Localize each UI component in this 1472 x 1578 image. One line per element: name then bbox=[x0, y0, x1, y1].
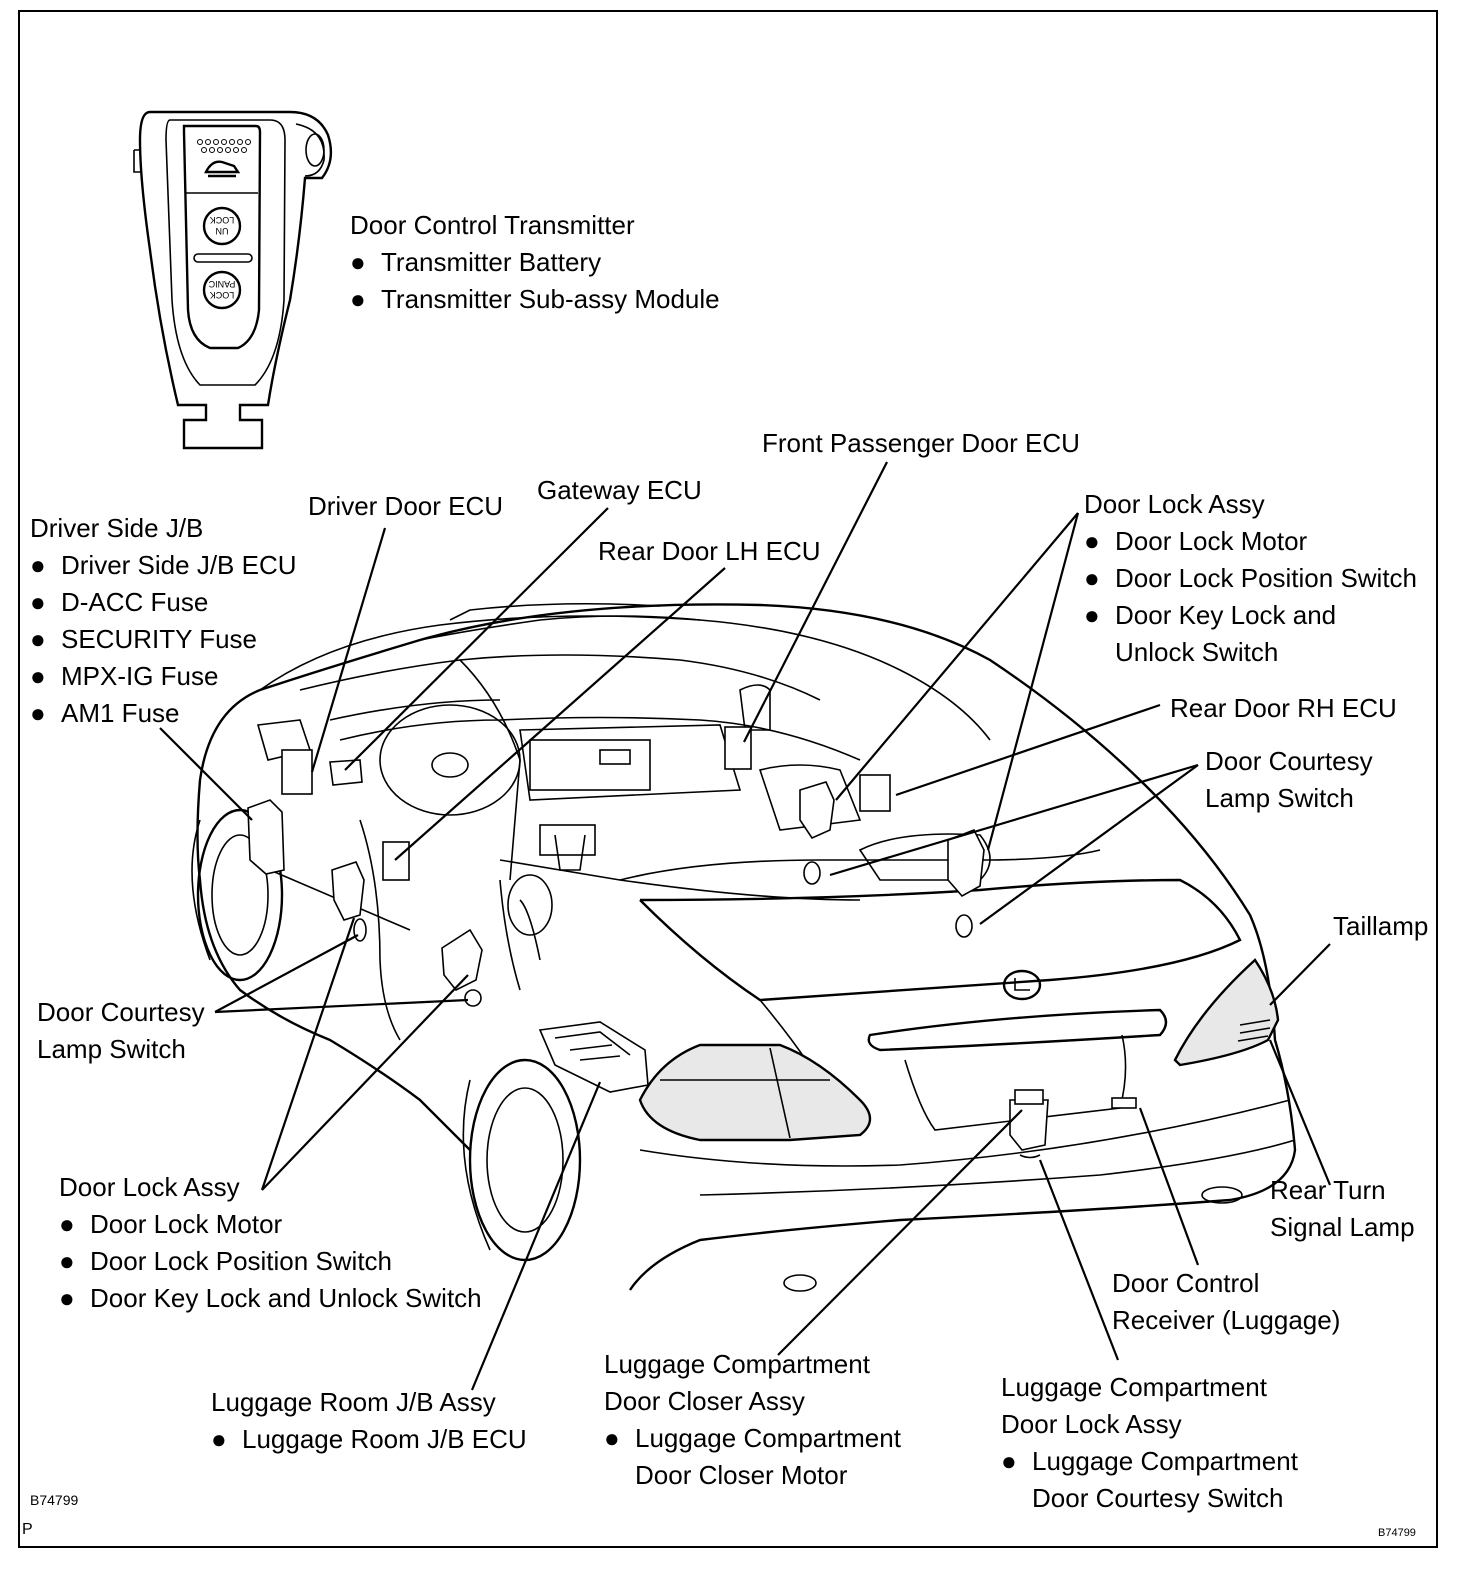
driver-side-jb-item-security: SECURITY Fuse bbox=[30, 621, 297, 658]
door-lock-assy-right-item-key-cont: Unlock Switch bbox=[1115, 637, 1279, 667]
driver-side-jb-item-ecu: Driver Side J/B ECU bbox=[30, 547, 297, 584]
door-control-receiver-line2: Receiver (Luggage) bbox=[1112, 1305, 1341, 1335]
door-lock-assy-right-label: Door Lock Assy Door Lock Motor Door Lock… bbox=[1084, 486, 1417, 671]
luggage-lock-label: Luggage Compartment Door Lock Assy Lugga… bbox=[1001, 1369, 1298, 1517]
luggage-closer-item2: Door Closer Motor bbox=[635, 1460, 848, 1490]
luggage-room-jb-title: Luggage Room J/B Assy bbox=[211, 1387, 496, 1417]
transmitter-label: Door Control Transmitter Transmitter Bat… bbox=[350, 207, 720, 318]
transmitter-item-module: Transmitter Sub-assy Module bbox=[350, 281, 720, 318]
gateway-ecu-label: Gateway ECU bbox=[537, 475, 702, 505]
diagram-frame bbox=[18, 10, 1438, 1548]
door-lock-assy-right-item-position: Door Lock Position Switch bbox=[1084, 560, 1417, 597]
lock-panic-button-label: LOCKPANIC bbox=[208, 279, 235, 300]
front-passenger-door-ecu-label: Front Passenger Door ECU bbox=[762, 428, 1080, 458]
door-lock-assy-left-item-position: Door Lock Position Switch bbox=[59, 1243, 482, 1280]
lockpanic-line-1: LOCK bbox=[210, 290, 235, 300]
door-courtesy-left-line2: Lamp Switch bbox=[37, 1034, 186, 1064]
left-courtesy-switch-front bbox=[353, 918, 367, 942]
right-courtesy-switch-front bbox=[803, 861, 821, 885]
lock-panic-button[interactable] bbox=[202, 270, 242, 310]
luggage-closer-label: Luggage Compartment Door Closer Assy Lug… bbox=[604, 1346, 901, 1494]
luggage-lock-item1: Luggage Compartment bbox=[1001, 1443, 1298, 1480]
front-passenger-ecu-box bbox=[724, 726, 752, 770]
unlock-line-2: LOCK bbox=[210, 215, 235, 225]
rear-door-lh-ecu-label: Rear Door LH ECU bbox=[598, 536, 821, 566]
rear-left-door-lock bbox=[441, 928, 483, 992]
door-courtesy-left-label: Door Courtesy Lamp Switch bbox=[37, 994, 205, 1068]
taillamp-label: Taillamp bbox=[1333, 911, 1429, 941]
page-letter: P bbox=[22, 1521, 33, 1538]
rear-turn-signal-line1: Rear Turn bbox=[1270, 1175, 1386, 1205]
luggage-room-jb-label: Luggage Room J/B Assy Luggage Room J/B E… bbox=[211, 1384, 527, 1458]
leader-lines bbox=[159, 461, 1332, 1391]
front-left-door-lock bbox=[331, 861, 365, 921]
rear-door-rh-ecu-box bbox=[859, 774, 891, 812]
driver-door-ecu-box bbox=[281, 749, 313, 795]
door-lock-assy-left-item-key: Door Key Lock and Unlock Switch bbox=[59, 1280, 482, 1317]
transmitter-illustration bbox=[133, 110, 333, 450]
driver-door-ecu-label: Driver Door ECU bbox=[308, 491, 504, 521]
driver-side-jb-item-am1: AM1 Fuse bbox=[30, 695, 297, 732]
gateway-ecu-box bbox=[329, 759, 363, 786]
luggage-lock-item2: Door Courtesy Switch bbox=[1032, 1483, 1284, 1513]
car-illustration bbox=[191, 602, 1297, 1292]
driver-side-jb-title: Driver Side J/B bbox=[30, 513, 204, 543]
door-control-receiver-line1: Door Control bbox=[1112, 1268, 1260, 1298]
luggage-closer-item1: Luggage Compartment bbox=[604, 1420, 901, 1457]
right-rear-door-lock bbox=[947, 828, 985, 898]
driver-side-jb-item-dacc: D-ACC Fuse bbox=[30, 584, 297, 621]
door-courtesy-right-line1: Door Courtesy bbox=[1205, 746, 1373, 776]
left-courtesy-switch-rear bbox=[464, 989, 482, 1007]
door-control-receiver-label: Door Control Receiver (Luggage) bbox=[1112, 1265, 1340, 1339]
components bbox=[247, 726, 985, 1093]
lockpanic-line-2: PANIC bbox=[208, 279, 235, 289]
corner-code: B74799 bbox=[1378, 1527, 1416, 1539]
luggage-closer-title1: Luggage Compartment bbox=[604, 1349, 870, 1379]
dots-pattern bbox=[197, 139, 251, 153]
driver-side-jb-box bbox=[247, 799, 285, 875]
luggage-room-jb-box bbox=[538, 1021, 649, 1093]
door-courtesy-right-line2: Lamp Switch bbox=[1205, 783, 1354, 813]
door-lock-assy-right-item-motor: Door Lock Motor bbox=[1084, 523, 1417, 560]
right-courtesy-switch-rear bbox=[955, 914, 973, 938]
rear-door-lh-ecu-box bbox=[382, 841, 410, 881]
rear-door-rh-ecu-label: Rear Door RH ECU bbox=[1170, 693, 1397, 723]
right-front-door-lock bbox=[799, 781, 835, 840]
rear-turn-signal-label: Rear Turn Signal Lamp bbox=[1270, 1172, 1415, 1246]
door-lock-assy-right-title: Door Lock Assy bbox=[1084, 489, 1265, 519]
unlock-line-1: UN bbox=[216, 226, 229, 236]
unlock-button[interactable] bbox=[202, 206, 242, 246]
rear-turn-signal-line2: Signal Lamp bbox=[1270, 1212, 1415, 1242]
door-courtesy-left-line1: Door Courtesy bbox=[37, 997, 205, 1027]
driver-side-jb-label: Driver Side J/B Driver Side J/B ECU D-AC… bbox=[30, 510, 297, 732]
door-lock-assy-left-label: Door Lock Assy Door Lock Motor Door Lock… bbox=[59, 1169, 482, 1317]
luggage-lock-title2: Door Lock Assy bbox=[1001, 1409, 1182, 1439]
transmitter-title: Door Control Transmitter bbox=[350, 210, 635, 240]
trunk-icon bbox=[204, 160, 241, 178]
unlock-button-label: UNLOCK bbox=[210, 215, 235, 236]
figure-code: B74799 bbox=[30, 1492, 79, 1508]
transmitter-item-battery: Transmitter Battery bbox=[350, 244, 720, 281]
door-lock-assy-left-title: Door Lock Assy bbox=[59, 1172, 240, 1202]
door-courtesy-right-label: Door Courtesy Lamp Switch bbox=[1205, 743, 1373, 817]
luggage-closer-title2: Door Closer Assy bbox=[604, 1386, 805, 1416]
door-lock-assy-left-item-motor: Door Lock Motor bbox=[59, 1206, 482, 1243]
door-lock-assy-right-item-key: Door Key Lock and bbox=[1084, 597, 1417, 634]
luggage-room-jb-item-ecu: Luggage Room J/B ECU bbox=[211, 1421, 527, 1458]
driver-side-jb-item-mpxig: MPX-IG Fuse bbox=[30, 658, 297, 695]
luggage-lock-title1: Luggage Compartment bbox=[1001, 1372, 1267, 1402]
